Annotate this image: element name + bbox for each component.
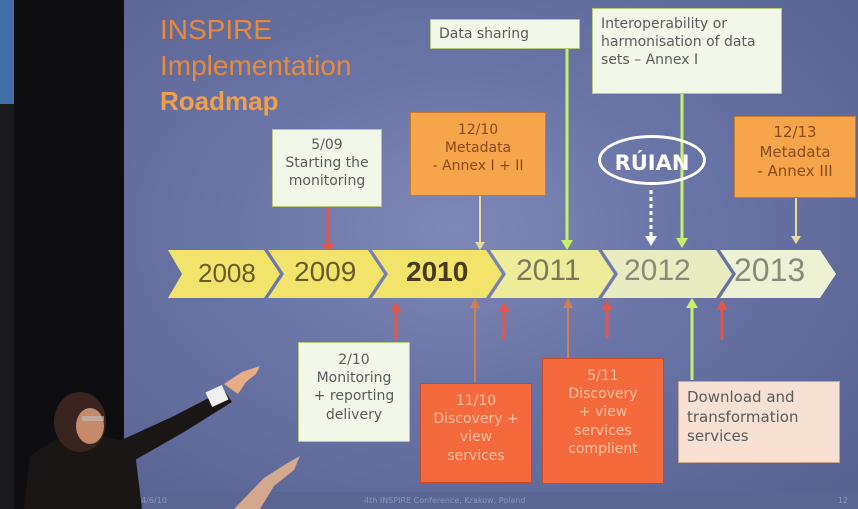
- box-date: 11/10: [455, 393, 497, 409]
- year-2013: 2013: [734, 252, 806, 288]
- box-line: Interoperability or: [601, 16, 728, 32]
- box-line: Starting the: [285, 155, 369, 172]
- ruian-ellipse: RÚIAN: [598, 135, 706, 185]
- background-corner: [0, 0, 14, 104]
- box-line: services: [687, 427, 749, 445]
- presenter-face: [76, 408, 104, 444]
- year-2012: 2012: [624, 254, 691, 287]
- chevron-2013: [720, 250, 836, 298]
- box-line: Monitoring: [316, 370, 392, 387]
- footer-conference: 4th INSPIRE Conference, Krakow, Poland: [364, 496, 526, 505]
- presenter-hand: [224, 366, 260, 394]
- footer-date: 24/6/10: [136, 496, 167, 505]
- box-line: Discovery: [568, 386, 638, 403]
- box-line: Download and: [687, 388, 795, 406]
- box-line: Metadata: [444, 140, 512, 157]
- chevron-2010: [372, 250, 502, 298]
- box-date: 2/10: [338, 352, 370, 368]
- box-date: 5/11: [587, 368, 619, 384]
- box-line: - Annex I + II: [432, 158, 524, 175]
- chevron-2011: [490, 250, 614, 298]
- year-2009: 2009: [294, 256, 357, 287]
- presenter-arm: [104, 390, 232, 464]
- box-line: monitoring: [288, 173, 366, 190]
- chevron-2008: [168, 250, 280, 298]
- box-download-transformation: Download and transformation services: [678, 381, 840, 463]
- box-date: 12/13: [773, 123, 817, 141]
- box-monitoring-reporting: 2/10 Monitoring + reporting delivery: [298, 342, 410, 442]
- box-line: delivery: [325, 406, 383, 423]
- chevron-2012: [602, 250, 732, 298]
- year-2008: 2008: [198, 258, 256, 288]
- title-line-2: Implementation: [160, 50, 352, 81]
- box-metadata-annex-i-ii: 12/10 Metadata - Annex I + II: [410, 112, 546, 196]
- box-discovery-view-5-11: 5/11 Discovery + view services complient: [542, 358, 664, 484]
- box-line: Discovery +: [433, 411, 519, 428]
- box-interoperability: Interoperability or harmonisation of dat…: [592, 8, 782, 94]
- title-line-3: Roadmap: [160, 86, 279, 116]
- box-date: 12/10: [457, 122, 499, 138]
- box-date: 5/09: [311, 137, 343, 153]
- footer-page: 12: [837, 496, 848, 505]
- timeline-labels: 2008 2009 2010 2011 2012 2013: [168, 244, 838, 304]
- box-line: + view: [578, 404, 628, 421]
- box-line: Data sharing: [439, 26, 530, 42]
- title-line-1: INSPIRE: [160, 14, 273, 45]
- box-line: sets – Annex I: [601, 52, 699, 69]
- hand-shadow: [234, 456, 300, 509]
- chevron-2009: [268, 250, 384, 298]
- box-data-sharing: Data sharing: [430, 19, 580, 49]
- box-line: services: [447, 447, 505, 464]
- box-line: + reporting: [313, 388, 395, 405]
- presenter-cuff: [205, 384, 229, 408]
- box-line: harmonisation of data: [601, 34, 756, 51]
- slide-footer: 24/6/10 4th INSPIRE Conference, Krakow, …: [124, 492, 858, 509]
- box-starting-monitoring: 5/09 Starting the monitoring: [272, 129, 382, 207]
- box-line: - Annex III: [757, 162, 833, 180]
- timeline: [168, 250, 836, 298]
- box-line: Metadata: [759, 142, 831, 161]
- presenter: [24, 366, 300, 509]
- presenter-glasses: [82, 416, 104, 421]
- year-2011: 2011: [516, 254, 581, 287]
- box-discovery-view-11-10: 11/10 Discovery + view services: [420, 383, 532, 483]
- box-line: services: [574, 422, 632, 439]
- year-2010: 2010: [406, 256, 469, 287]
- box-line: view: [459, 429, 493, 446]
- box-line: transformation: [687, 407, 799, 426]
- box-metadata-annex-iii: 12/13 Metadata - Annex III: [734, 116, 856, 198]
- box-line: complient: [568, 440, 638, 457]
